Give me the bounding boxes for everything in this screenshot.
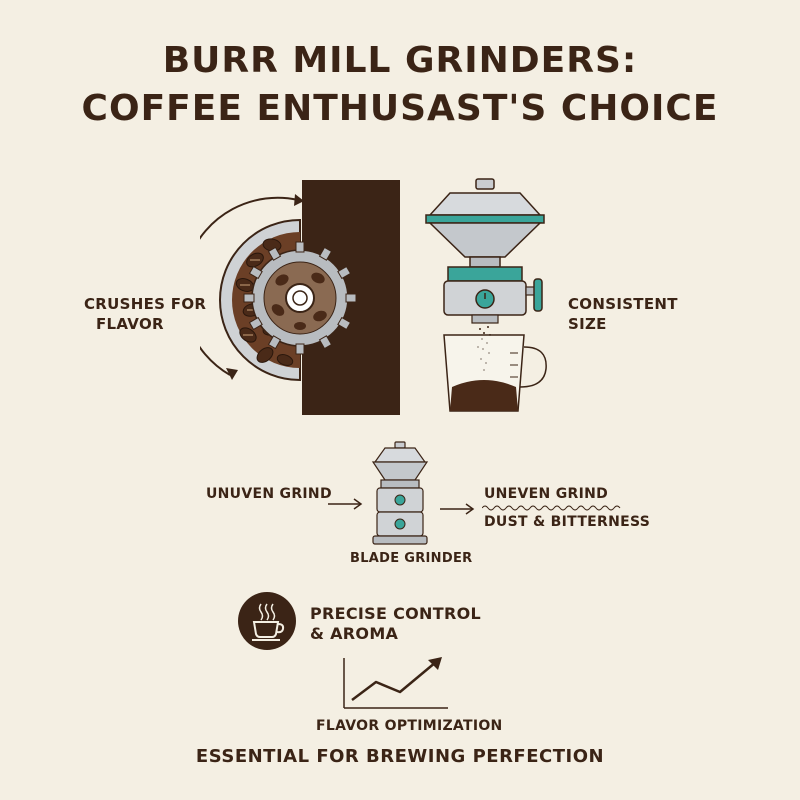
blade-output-label-line-2: DUST & BITTERNESS [484,514,651,530]
trend-up-icon [343,657,448,709]
flavor-optimization-caption: FLAVOR OPTIMIZATION [316,718,503,734]
blade-grinder-illustration [371,441,429,545]
burr-cross-section-illustration [200,180,400,415]
title-line-1: BURR MILL GRINDERS: [162,40,638,81]
aroma-label-line-2: & AROMA [310,624,399,643]
coffee-cup-icon [238,592,296,650]
blade-output-label-line-1: UNEVEN GRIND [484,486,609,502]
blade-input-label: UNUVEN GRIND [206,486,332,502]
arrow-right-icon-2 [440,503,475,515]
burr-grinder-illustration [425,178,547,412]
crushes-label-line-1: CRUSHES FOR [84,295,207,313]
aroma-label-line-1: PRECISE CONTROL [310,604,481,623]
blade-grinder-caption: BLADE GRINDER [350,551,473,566]
crushes-label-line-2: FLAVOR [96,315,164,333]
arrow-right-icon [328,498,363,510]
footer-tagline: ESSENTIAL FOR BREWING PERFECTION [195,746,605,767]
title-line-2: COFFEE ENTHUSAST'S CHOICE [81,88,719,129]
wavy-underline [482,505,621,511]
consistent-label-line-1: CONSISTENT [568,295,678,313]
consistent-label-line-2: SIZE [568,315,607,333]
